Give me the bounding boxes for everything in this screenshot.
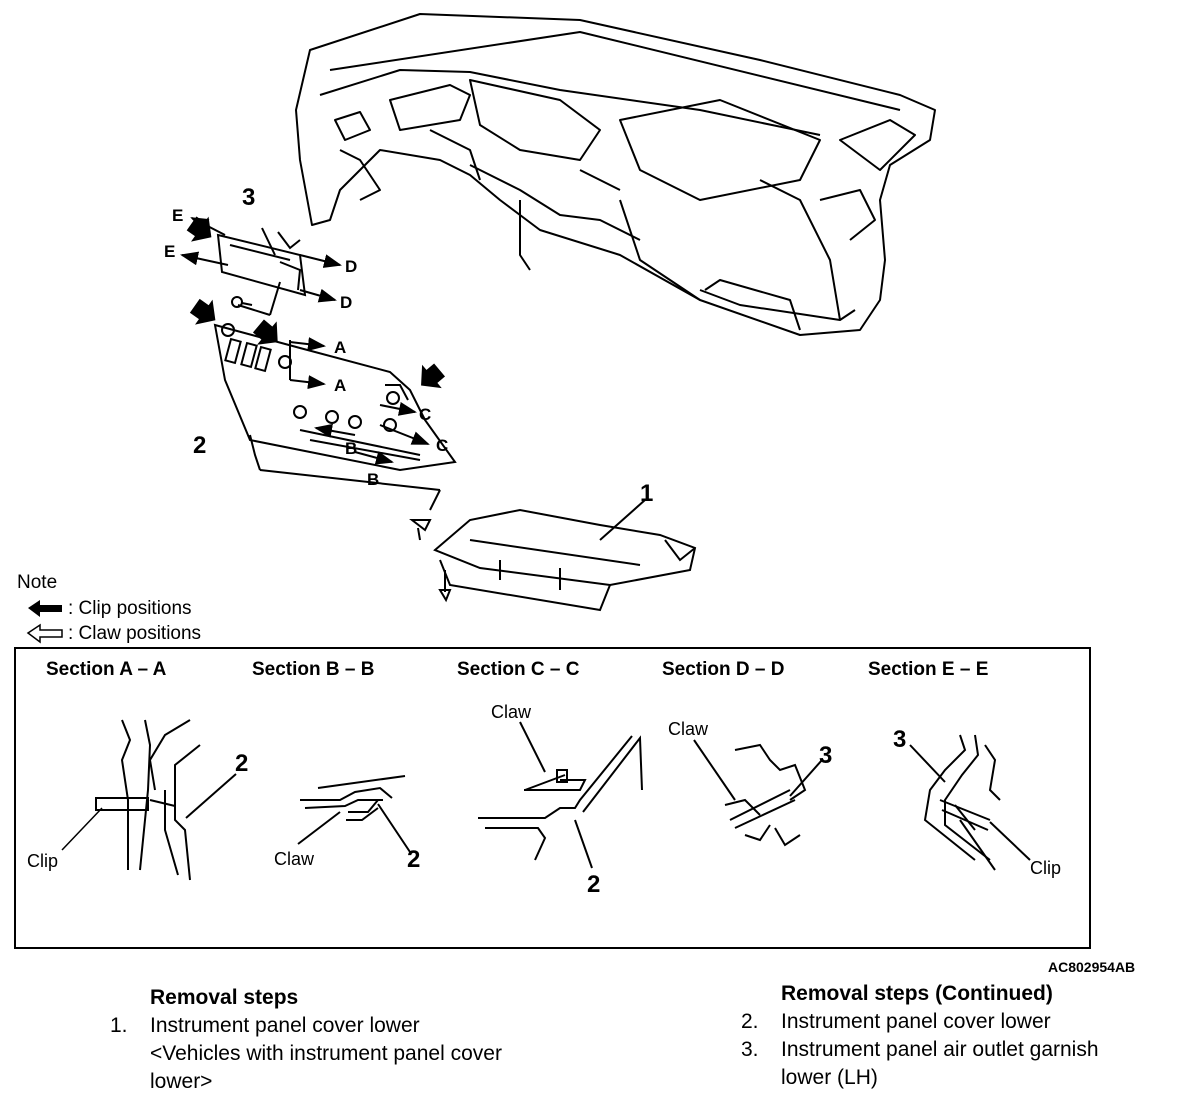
part-2-label: 2 <box>193 432 207 459</box>
section-a-clip-callout: Clip <box>27 851 59 871</box>
section-d-marker-1: D <box>345 257 358 276</box>
step-text: <Vehicles with instrument panel cover <box>150 1042 502 1065</box>
section-d-marker-2: D <box>340 293 353 312</box>
section-a-drawing <box>95 719 237 881</box>
section-e-title: Section E – E <box>868 659 989 680</box>
step-text: lower> <box>150 1070 213 1093</box>
section-arrows <box>180 217 430 465</box>
claw-arrow-icon <box>26 623 63 644</box>
step-number: 1. <box>110 1014 128 1037</box>
removal-steps-right: Removal steps (Continued) 2. Instrument … <box>741 980 1171 1092</box>
step-text: lower (LH) <box>781 1066 878 1089</box>
section-b-title: Section B – B <box>252 659 375 680</box>
section-d-drawing <box>693 739 823 847</box>
section-d-claw-callout: Claw <box>668 719 709 739</box>
step-text: Instrument panel cover lower <box>150 1014 420 1037</box>
section-a-marker-1: A <box>334 338 347 357</box>
section-b-part-callout: 2 <box>407 846 421 873</box>
section-e-marker-2: E <box>164 242 176 261</box>
removal-steps-continued-heading: Removal steps (Continued) <box>781 982 1053 1005</box>
part-3-label: 3 <box>242 184 256 211</box>
section-c-part-callout: 2 <box>587 871 601 898</box>
section-c-drawing <box>478 721 643 869</box>
section-e-marker-1: E <box>172 206 184 225</box>
section-b-claw-callout: Claw <box>274 849 315 869</box>
section-a-part-callout: 2 <box>235 750 249 777</box>
section-a-clip-leader <box>61 807 103 851</box>
removal-steps-heading: Removal steps <box>150 986 299 1009</box>
section-b-drawing <box>297 775 411 853</box>
note-claw-text: : Claw positions <box>68 623 202 644</box>
step-number: 3. <box>741 1038 759 1061</box>
step-text: Instrument panel air outlet garnish <box>781 1038 1099 1061</box>
section-b-marker-2: B <box>367 470 380 489</box>
section-e-part-callout: 3 <box>893 726 907 753</box>
section-e-drawing <box>909 734 1031 871</box>
removal-steps-left: Removal steps 1. Instrument panel cover … <box>110 984 570 1096</box>
part-1-label: 1 <box>640 480 654 507</box>
instrument-panel-drawing <box>295 13 936 336</box>
clip-arrow-icon <box>28 600 62 617</box>
garnish-part-3-drawing <box>216 227 307 316</box>
section-c-claw-callout: Claw <box>491 702 532 722</box>
section-a-title: Section A – A <box>46 659 167 680</box>
note-title: Note <box>17 572 58 593</box>
section-d-part-callout: 3 <box>819 742 833 769</box>
step-text: Instrument panel cover lower <box>781 1010 1051 1033</box>
step-number: 2. <box>741 1010 759 1033</box>
section-c-marker-2: C <box>436 436 449 455</box>
note-clip-text: : Clip positions <box>68 598 192 619</box>
section-b-marker-1: B <box>345 439 358 458</box>
section-d-title: Section D – D <box>662 659 785 680</box>
section-c-marker-1: C <box>419 405 432 424</box>
section-c-title: Section C – C <box>457 659 580 680</box>
section-e-clip-callout: Clip <box>1030 858 1062 878</box>
section-a-marker-2: A <box>334 376 347 395</box>
cover-part-1-drawing <box>409 499 697 612</box>
figure-code: AC802954AB <box>1048 959 1136 975</box>
note-legend-icons <box>26 600 63 644</box>
section-box <box>14 647 1091 949</box>
